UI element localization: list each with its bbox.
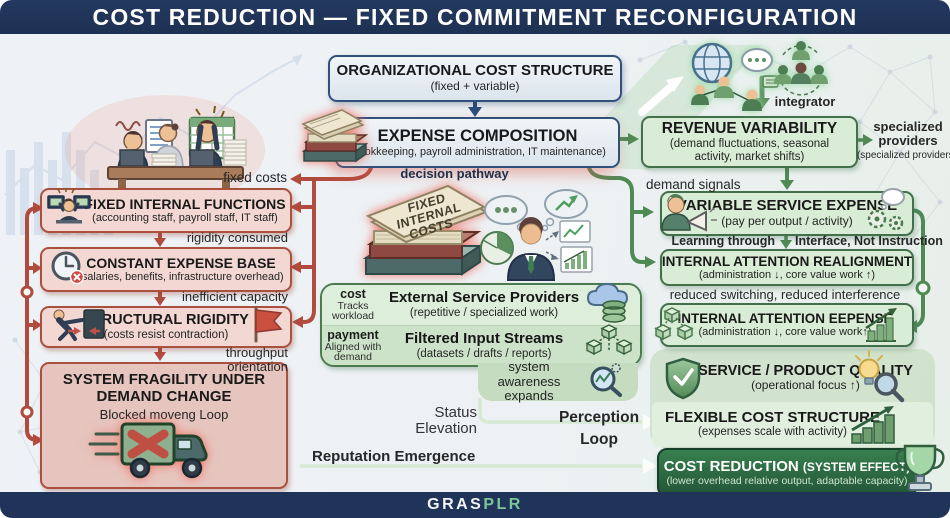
loop-node-left-2	[20, 405, 34, 419]
system-fragility-box: SYSTEM FRAGILITY UNDER DEMAND CHANGE Blo…	[40, 362, 288, 489]
specialized-providers-label: specialized providers	[873, 119, 943, 149]
loop-node-left-1	[20, 285, 34, 299]
demand-signals-label: demand signals	[646, 177, 741, 192]
integrator-label: integrator	[774, 94, 836, 109]
reduced-switching-label: reduced switching, reduced interference	[669, 287, 901, 302]
org-structure-box: ORGANIZATIONAL COST STRUCTURE (fixed + v…	[328, 55, 622, 102]
constant-expense-base-box: CONSTANT EXPENSE BASE (salaries, benefit…	[40, 247, 292, 292]
throughput-orientation-label: throughput orientation	[225, 345, 288, 375]
integrator-group-icon	[774, 41, 828, 96]
header-banner: COST REDUCTION — FIXED COMMITMENT RECONF…	[0, 0, 950, 34]
swoosh-arrow	[638, 76, 684, 116]
loop-node-right	[915, 280, 931, 296]
brand-logo: GRASPLR	[427, 496, 523, 513]
fixed-internal-functions-box: FIXED INTERNAL FUNCTIONS (accounting sta…	[40, 188, 292, 233]
structural-rigidity-box: STRUCTURAL RIGIDITY (costs resist contra…	[40, 306, 292, 348]
reputation-emergence-label: Reputation Emergence	[312, 448, 476, 465]
inefficient-capacity-label: inefficient capacity	[182, 289, 288, 304]
fixed-internal-costs-label: FIXED INTERNAL COSTS	[395, 190, 463, 243]
page-title: COST REDUCTION — FIXED COMMITMENT RECONF…	[92, 3, 858, 30]
filtered-input-streams-label: Filtered Input Streams(datasets / drafts…	[404, 330, 564, 360]
perception-loop-label: Perception Loop	[558, 409, 640, 449]
internal-attention-realignment-box: INTERNAL ATTENTION REALIGNMENT (administ…	[660, 249, 914, 286]
specialized-providers-sub: (specialized providers)	[856, 150, 950, 161]
expense-composition-box: EXPENSE COMPOSITION (bookkeeping, payrol…	[335, 117, 620, 168]
status-elevation-label: Status Elevation	[415, 404, 477, 438]
system-awareness-box: system awareness expands	[478, 359, 638, 403]
rigidity-consumed-label: rigidity consumed	[186, 230, 288, 245]
fixed-costs-label: fixed costs	[223, 170, 287, 185]
decision-pathway-label: decision pathway	[400, 166, 509, 181]
businessman-analysis-icon	[480, 189, 593, 281]
variable-service-expense-box: VARIABLE SERVICE EXPENSE (pay per output…	[660, 191, 914, 236]
learning-through-label: Learning through	[671, 234, 775, 248]
service-product-quality-label: SERVICE / PRODUCT QUALITY (operational f…	[698, 363, 913, 393]
revenue-variability-box: REVENUE VARIABILITY (demand fluctuations…	[641, 116, 858, 168]
cost-reduction-box: COST REDUCTION (SYSTEM EFFECT) (lower ov…	[657, 448, 917, 497]
internal-attention-eepense-box: INTERNAL ATTENTION EEPENSE (administrati…	[660, 303, 914, 347]
interface-not-instruction-label: Interface, Not Instruction	[795, 234, 943, 248]
footer-banner: GRASPLR	[0, 492, 950, 518]
flexible-cost-structure-label: FLEXIBLE COST STRUCTURE (expenses scale …	[664, 408, 880, 439]
external-service-providers-label: External Service Providers(repetitive / …	[388, 289, 580, 319]
global-network-icon	[691, 42, 779, 111]
